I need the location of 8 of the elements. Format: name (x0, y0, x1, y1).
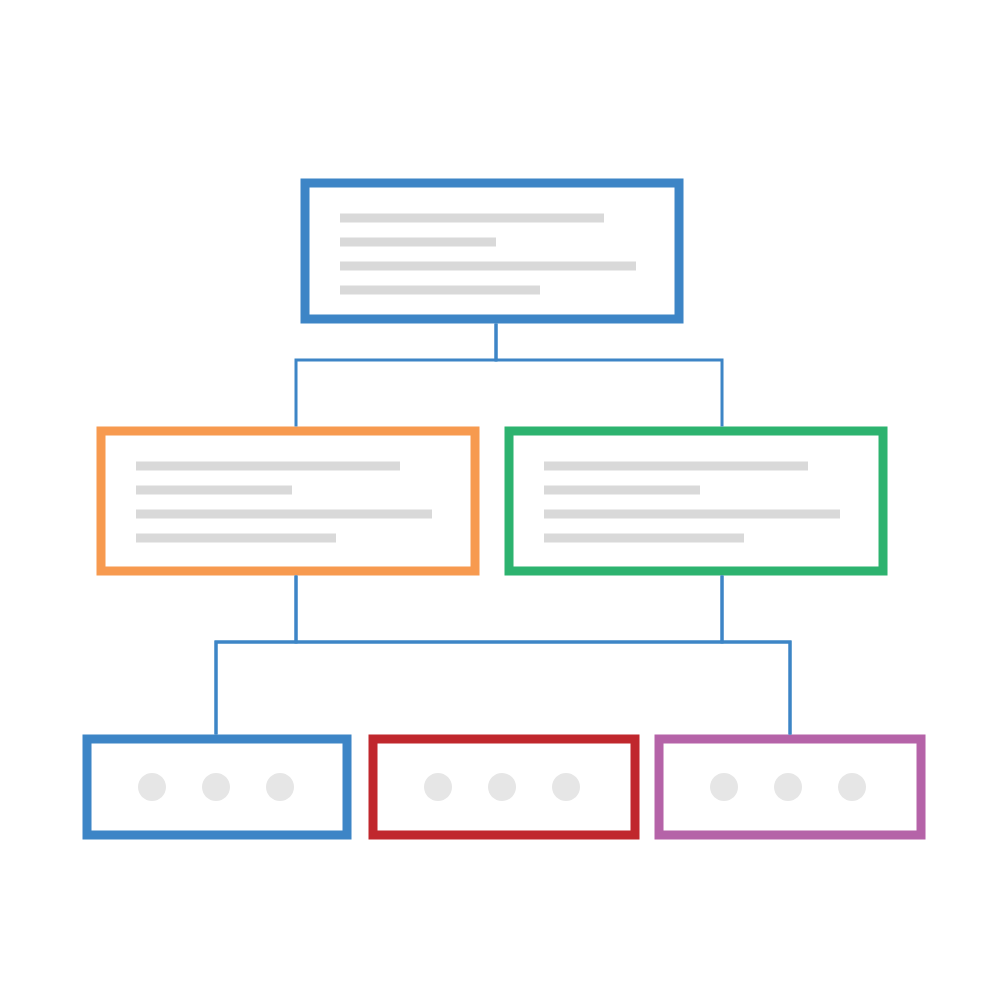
connector-line (720, 575, 792, 735)
chart-box (654, 734, 926, 840)
chart-box (368, 734, 640, 840)
chart-box (504, 426, 888, 576)
chart-box (96, 426, 480, 576)
connector-line (494, 323, 724, 427)
chart-box (300, 178, 684, 324)
chart-box (82, 734, 352, 840)
